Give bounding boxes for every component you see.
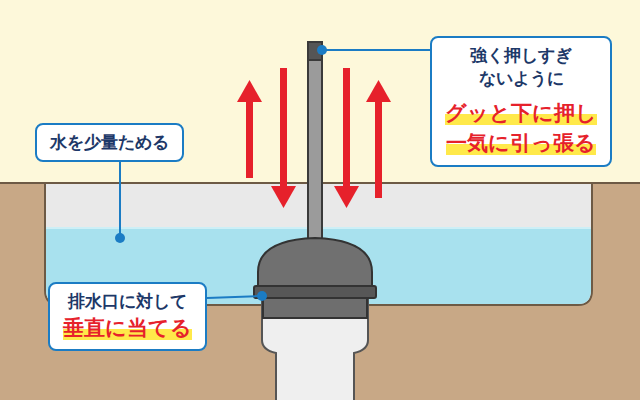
- arrow-shaft: [280, 68, 287, 188]
- arrow-head: [366, 80, 391, 102]
- emphasis-text: グッと下に押し 一気に引っ張る: [445, 101, 597, 155]
- plunger-rim: [254, 286, 376, 298]
- callout-text: 排水口に対して: [68, 291, 187, 311]
- leader-line: [207, 296, 262, 298]
- leader-line: [119, 162, 121, 238]
- motion-arrows: [237, 68, 391, 208]
- callout-box: 水を少量ためる: [35, 123, 184, 162]
- handle-tip: [308, 42, 322, 60]
- emphasis-text: 垂直に当てる: [63, 316, 192, 340]
- text-wrap: 強く押しすぎ ないように: [470, 44, 572, 90]
- callout-box: 排水口に対して垂直に当てる: [48, 282, 207, 351]
- arrow-shaft: [375, 98, 382, 198]
- leader-dot: [115, 233, 125, 243]
- callout-text: 強く押しすぎ ないように: [470, 45, 572, 88]
- leader-line: [322, 49, 430, 51]
- arrow-head: [237, 80, 262, 102]
- arrow-head: [271, 186, 296, 208]
- plunger-handle: [308, 42, 322, 247]
- leader-dot: [257, 291, 267, 301]
- leader-dot: [317, 45, 327, 55]
- text-wrap: グッと下に押し 一気に引っ張る: [445, 98, 597, 159]
- arrow-shaft: [343, 68, 350, 188]
- arrow-shaft: [246, 98, 253, 178]
- text-wrap: 垂直に当てる: [63, 313, 192, 343]
- callout-box: 強く押しすぎ ないようにグッと下に押し 一気に引っ張る: [430, 36, 612, 167]
- callout-text: 水を少量ためる: [50, 132, 169, 152]
- arrow-head: [334, 186, 359, 208]
- text-wrap: 排水口に対して: [68, 290, 187, 313]
- plunger-cup-lower: [263, 296, 367, 318]
- text-wrap: 水を少量ためる: [50, 131, 169, 154]
